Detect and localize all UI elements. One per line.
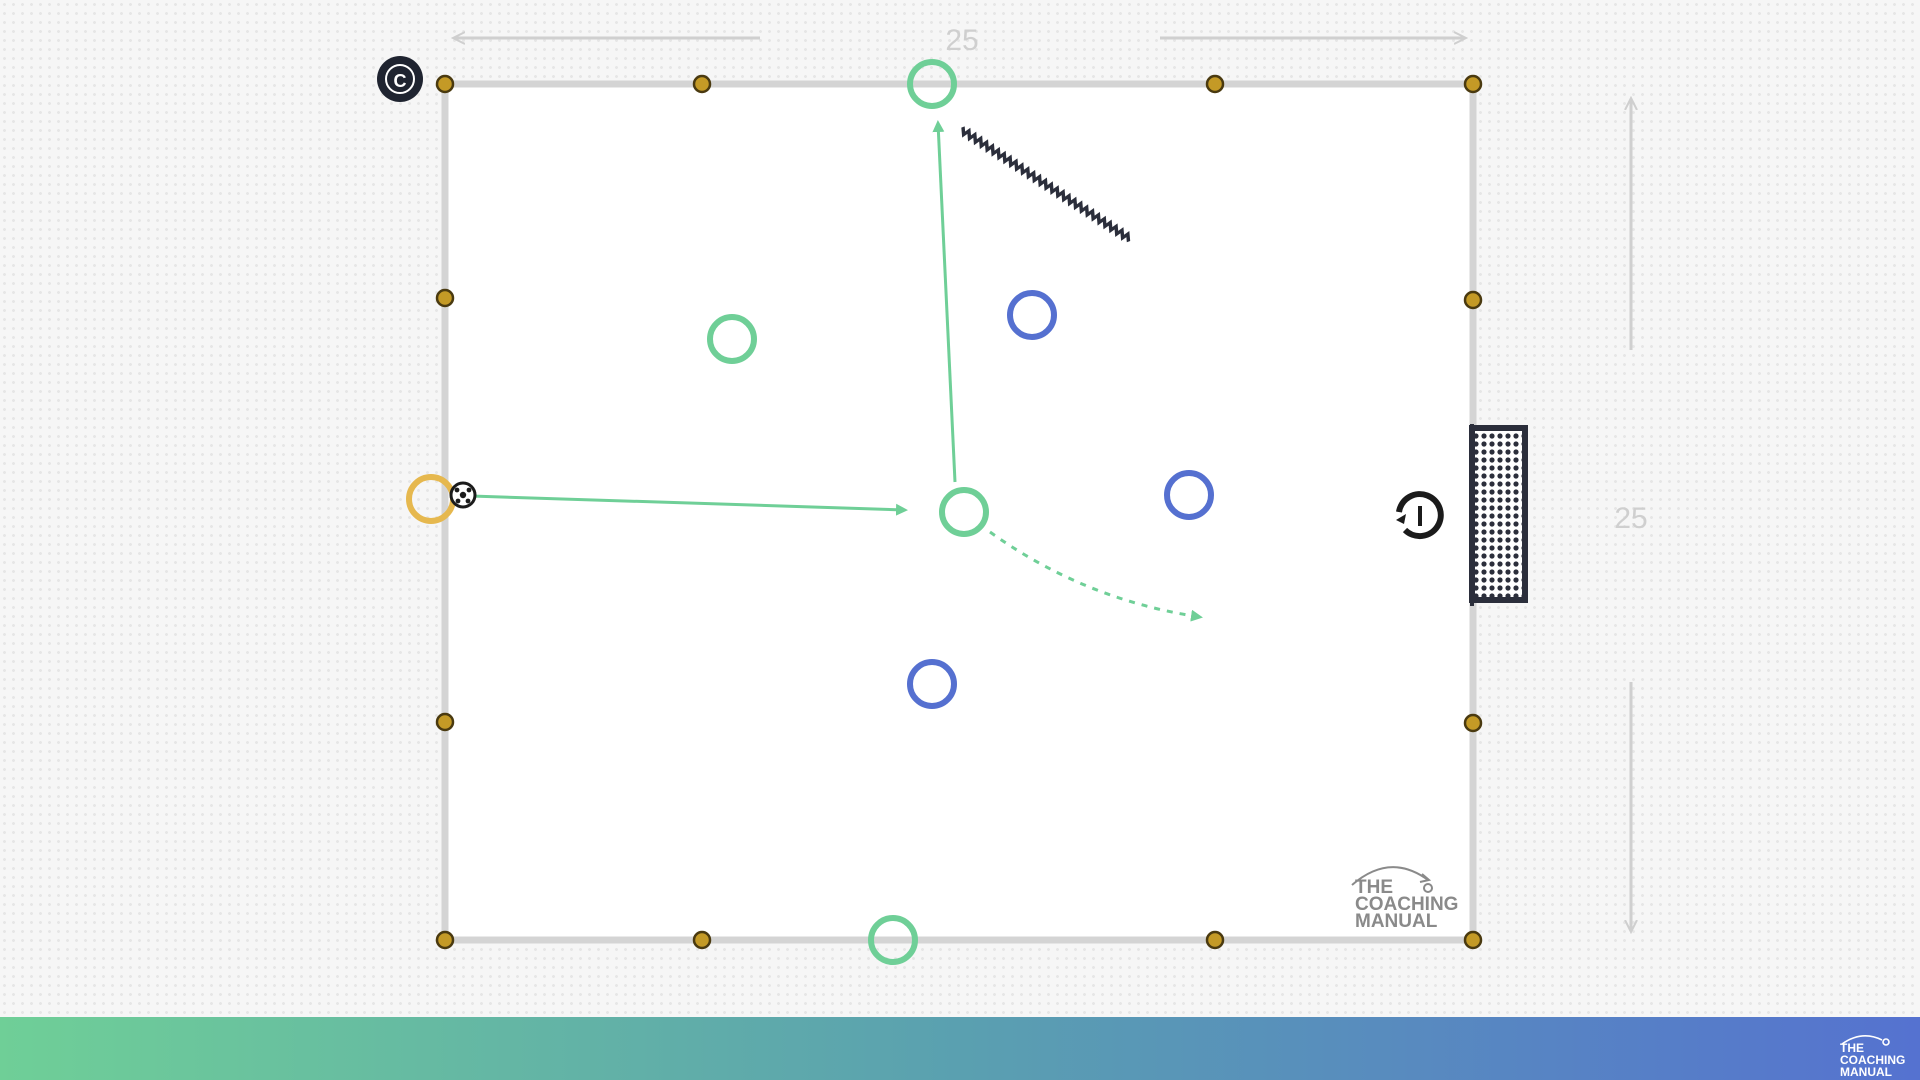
cone-marker	[435, 288, 455, 308]
drill-diagram: 25 25 C	[377, 24, 1648, 965]
cone-marker	[1463, 930, 1483, 950]
cone-marker	[1205, 930, 1225, 950]
goal	[1469, 424, 1528, 606]
green-team	[707, 59, 989, 965]
watermark-line2: COACHING	[1355, 894, 1458, 915]
player-green	[907, 59, 957, 109]
ball-icon	[449, 481, 477, 509]
footer-logo-line3: MANUAL	[1840, 1065, 1892, 1079]
footer-logo-line1: THE	[1840, 1041, 1864, 1055]
width-dimension: 25	[455, 24, 1464, 57]
height-label: 25	[1614, 502, 1647, 535]
watermark-line1: THE	[1355, 877, 1393, 898]
cone-marker	[435, 74, 455, 94]
cone-marker	[1463, 713, 1483, 733]
dribble-path	[961, 126, 1131, 243]
player-green	[707, 314, 757, 364]
height-dimension: 25	[1614, 100, 1648, 930]
cone-marker	[1463, 290, 1483, 310]
width-label: 25	[945, 24, 978, 57]
footer-bar	[0, 1017, 1920, 1080]
player-blue	[1007, 290, 1057, 340]
pitch-area	[445, 84, 1473, 940]
footer-logo-line2: COACHING	[1840, 1053, 1906, 1067]
coach-icon: C	[377, 56, 423, 102]
goalkeeper-icon	[1396, 491, 1444, 540]
cone-marker	[1463, 74, 1483, 94]
pass-arrow	[932, 120, 957, 483]
cone-marker	[692, 930, 712, 950]
cones	[435, 74, 1483, 950]
watermark-logo: THE COACHING MANUAL	[1351, 866, 1458, 932]
coach-letter: C	[394, 71, 407, 91]
cone-marker	[1205, 74, 1225, 94]
pass-arrow	[470, 494, 908, 516]
cone-marker	[435, 930, 455, 950]
player-green	[939, 487, 989, 537]
player-blue	[1164, 470, 1214, 520]
blue-team	[907, 290, 1214, 709]
player-green	[868, 915, 918, 965]
cone-marker	[692, 74, 712, 94]
footer-logo: THE COACHING MANUAL	[1830, 1028, 1910, 1078]
cone-marker	[435, 712, 455, 732]
run-arrow	[989, 530, 1203, 622]
watermark-line3: MANUAL	[1355, 911, 1438, 932]
player-blue	[907, 659, 957, 709]
